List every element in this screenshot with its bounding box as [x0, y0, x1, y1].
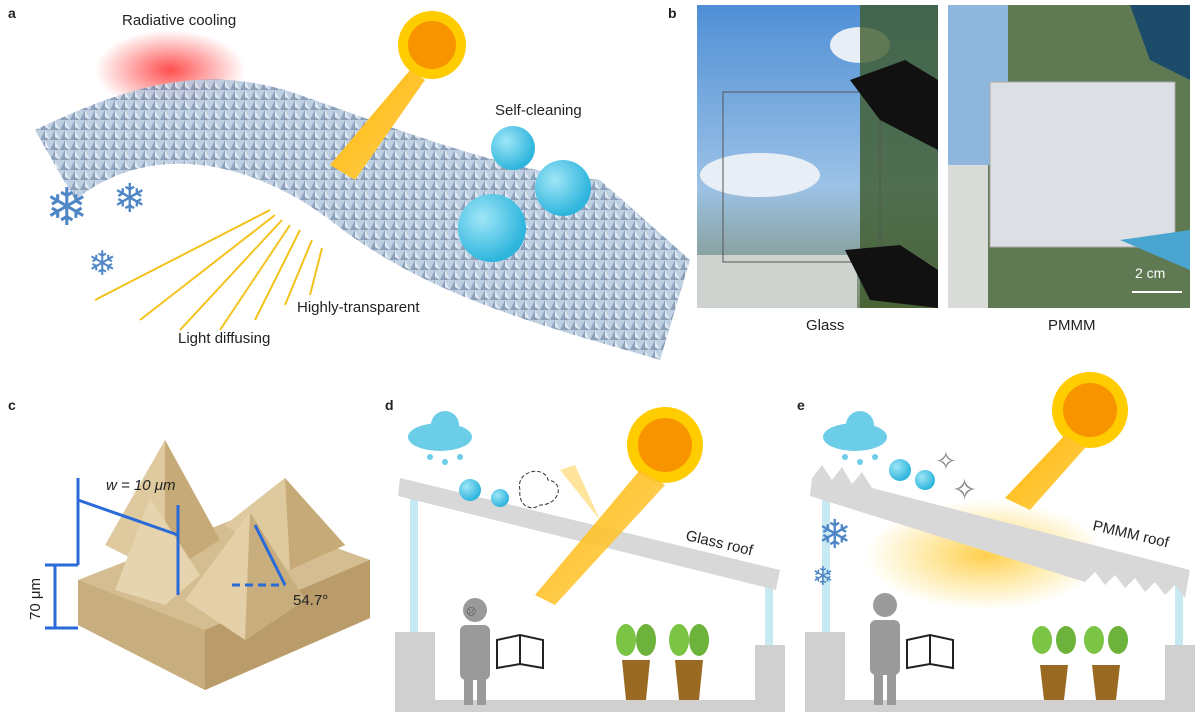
panel-label-d: d	[385, 397, 394, 413]
sun-icon	[398, 11, 466, 79]
pmmm-film	[35, 79, 690, 360]
water-droplet	[889, 459, 911, 481]
scale-bar-label: 2 cm	[883, 262, 913, 278]
reflected-light	[560, 465, 600, 520]
pmmm-photo: 2 cm	[948, 5, 1190, 308]
pyramid-array-model	[78, 440, 370, 690]
scale-bar-label: 2 cm	[1135, 265, 1165, 281]
pmmm-caption: PMMM	[1048, 317, 1096, 334]
panel-e: e PMMM roof ✧ ✧ ❄ ❄	[797, 372, 1195, 712]
snowflake-icon: ❄	[45, 179, 89, 237]
panel-d: d Glass roof ☹	[385, 397, 785, 712]
plant-happy-icon	[1032, 626, 1076, 700]
cloud-rain-icon	[408, 411, 472, 465]
water-droplet	[535, 160, 591, 216]
panel-label-a: a	[8, 5, 16, 21]
building-wall	[395, 632, 785, 712]
water-droplet	[459, 479, 481, 501]
sunlight-beam	[535, 470, 665, 605]
building-wall	[805, 632, 1195, 712]
radiative-cooling-label: Radiative cooling	[122, 12, 236, 29]
snowflake-icon: ❄	[812, 561, 834, 591]
plant-sad-icon	[669, 624, 709, 700]
snowflake-icon: ❄	[88, 245, 117, 283]
panel-a: a Radiative cooling Light diffusing High…	[8, 5, 690, 360]
sun-icon	[1052, 372, 1128, 448]
glass-caption: Glass	[806, 317, 844, 334]
panel-c: c w = 10 μm 70 μm 54.7°	[8, 397, 370, 690]
panel-label-c: c	[8, 397, 16, 413]
plant-happy-icon	[1084, 626, 1128, 700]
highly-transparent-label: Highly-transparent	[297, 299, 420, 316]
sparkle-icon: ✧	[935, 446, 957, 476]
sad-face-icon: ☹	[466, 606, 476, 618]
light-diffusing-label: Light diffusing	[178, 330, 270, 347]
person-icon	[460, 598, 490, 705]
width-label: w = 10 μm	[106, 477, 176, 494]
panel-label-e: e	[797, 397, 805, 413]
plant-sad-icon	[616, 624, 656, 700]
self-cleaning-label: Self-cleaning	[495, 102, 582, 119]
water-droplet	[915, 470, 935, 490]
sun-icon	[627, 407, 703, 483]
height-label: 70 μm	[27, 578, 44, 620]
sunlight-beam	[330, 70, 425, 180]
water-droplet	[491, 489, 509, 507]
sunlight-beam	[1005, 435, 1085, 510]
book-icon	[496, 633, 544, 670]
snowflake-icons: ❄ ❄ ❄	[45, 177, 147, 283]
dimension-lines	[45, 478, 287, 630]
person-icon	[870, 593, 900, 705]
snowflake-icon: ❄	[818, 513, 852, 557]
book-icon	[906, 633, 954, 670]
pmmm-roof	[810, 465, 1190, 598]
glass-photo: 2 cm	[697, 5, 938, 308]
diffused-light-rays	[94, 209, 323, 331]
snowflake-icon: ❄	[113, 177, 147, 221]
panel-label-b: b	[668, 5, 677, 21]
water-droplet	[491, 126, 535, 170]
water-droplet	[458, 194, 526, 262]
cloud-rain-icon	[823, 411, 887, 465]
angle-label: 54.7°	[293, 592, 328, 609]
dirt-icon	[519, 470, 559, 509]
sparkle-icon: ✧	[952, 474, 977, 507]
panel-b: b 2 cm Glass 2 cm PMMM	[668, 5, 1190, 334]
